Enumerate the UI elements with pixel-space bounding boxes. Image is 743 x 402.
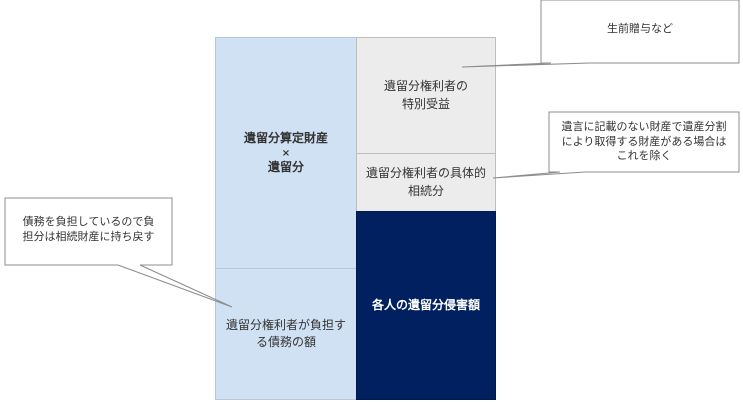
callout-debt-return-line1: 債務を負担しているので負	[22, 215, 155, 229]
callout-gifts-text: 生前贈与など	[541, 14, 739, 44]
callout-will-division-line3: これを除く	[616, 149, 672, 163]
debt-share-line2: る債務の額	[255, 335, 316, 349]
callout-gifts-shape	[461, 0, 740, 68]
inheritance-share-block: 遺留分権利者の具体的 相続分	[356, 153, 496, 212]
callout-will-division-line2: により取得する財産がある場合は	[561, 134, 727, 148]
special-benefit-block: 遺留分権利者の 特別受益	[356, 37, 496, 154]
calc-base-line1: 遺留分算定財産	[243, 131, 328, 146]
calc-base-block: 遺留分算定財産 × 遺留分	[215, 37, 357, 269]
callout-debt-return-text: 債務を負担しているので負 担分は相続財産に持ち戻す	[5, 210, 172, 250]
infringement-block: 各人の遺留分侵害額	[356, 211, 496, 400]
callout-will-division-line1: 遺言に記載のない財産で遺産分割	[561, 119, 727, 133]
inheritance-share-line1: 遺留分権利者の具体的	[365, 166, 486, 181]
callout-debt-return-shape	[4, 197, 233, 308]
callout-debt-return-line2: 担分は相続財産に持ち戻す	[22, 230, 155, 243]
infringement-label: 各人の遺留分侵害額	[371, 297, 480, 312]
special-benefit-line2: 特別受益	[401, 96, 450, 111]
calc-base-times: ×	[281, 147, 291, 159]
callout-will-division-shape	[492, 111, 740, 179]
debt-share-block: 遺留分権利者が負担す る債務の額	[215, 268, 357, 400]
callout-will-division-text: 遺言に記載のない財産で遺産分割 により取得する財産がある場合は これを除く	[549, 115, 739, 169]
inheritance-share-line2: 相続分	[407, 183, 444, 198]
callout-gifts-label: 生前贈与など	[607, 21, 673, 35]
debt-share-line1: 遺留分権利者が負担す	[225, 317, 346, 332]
special-benefit-line1: 遺留分権利者の	[383, 79, 468, 94]
calc-base-line3: 遺留分	[267, 159, 304, 174]
